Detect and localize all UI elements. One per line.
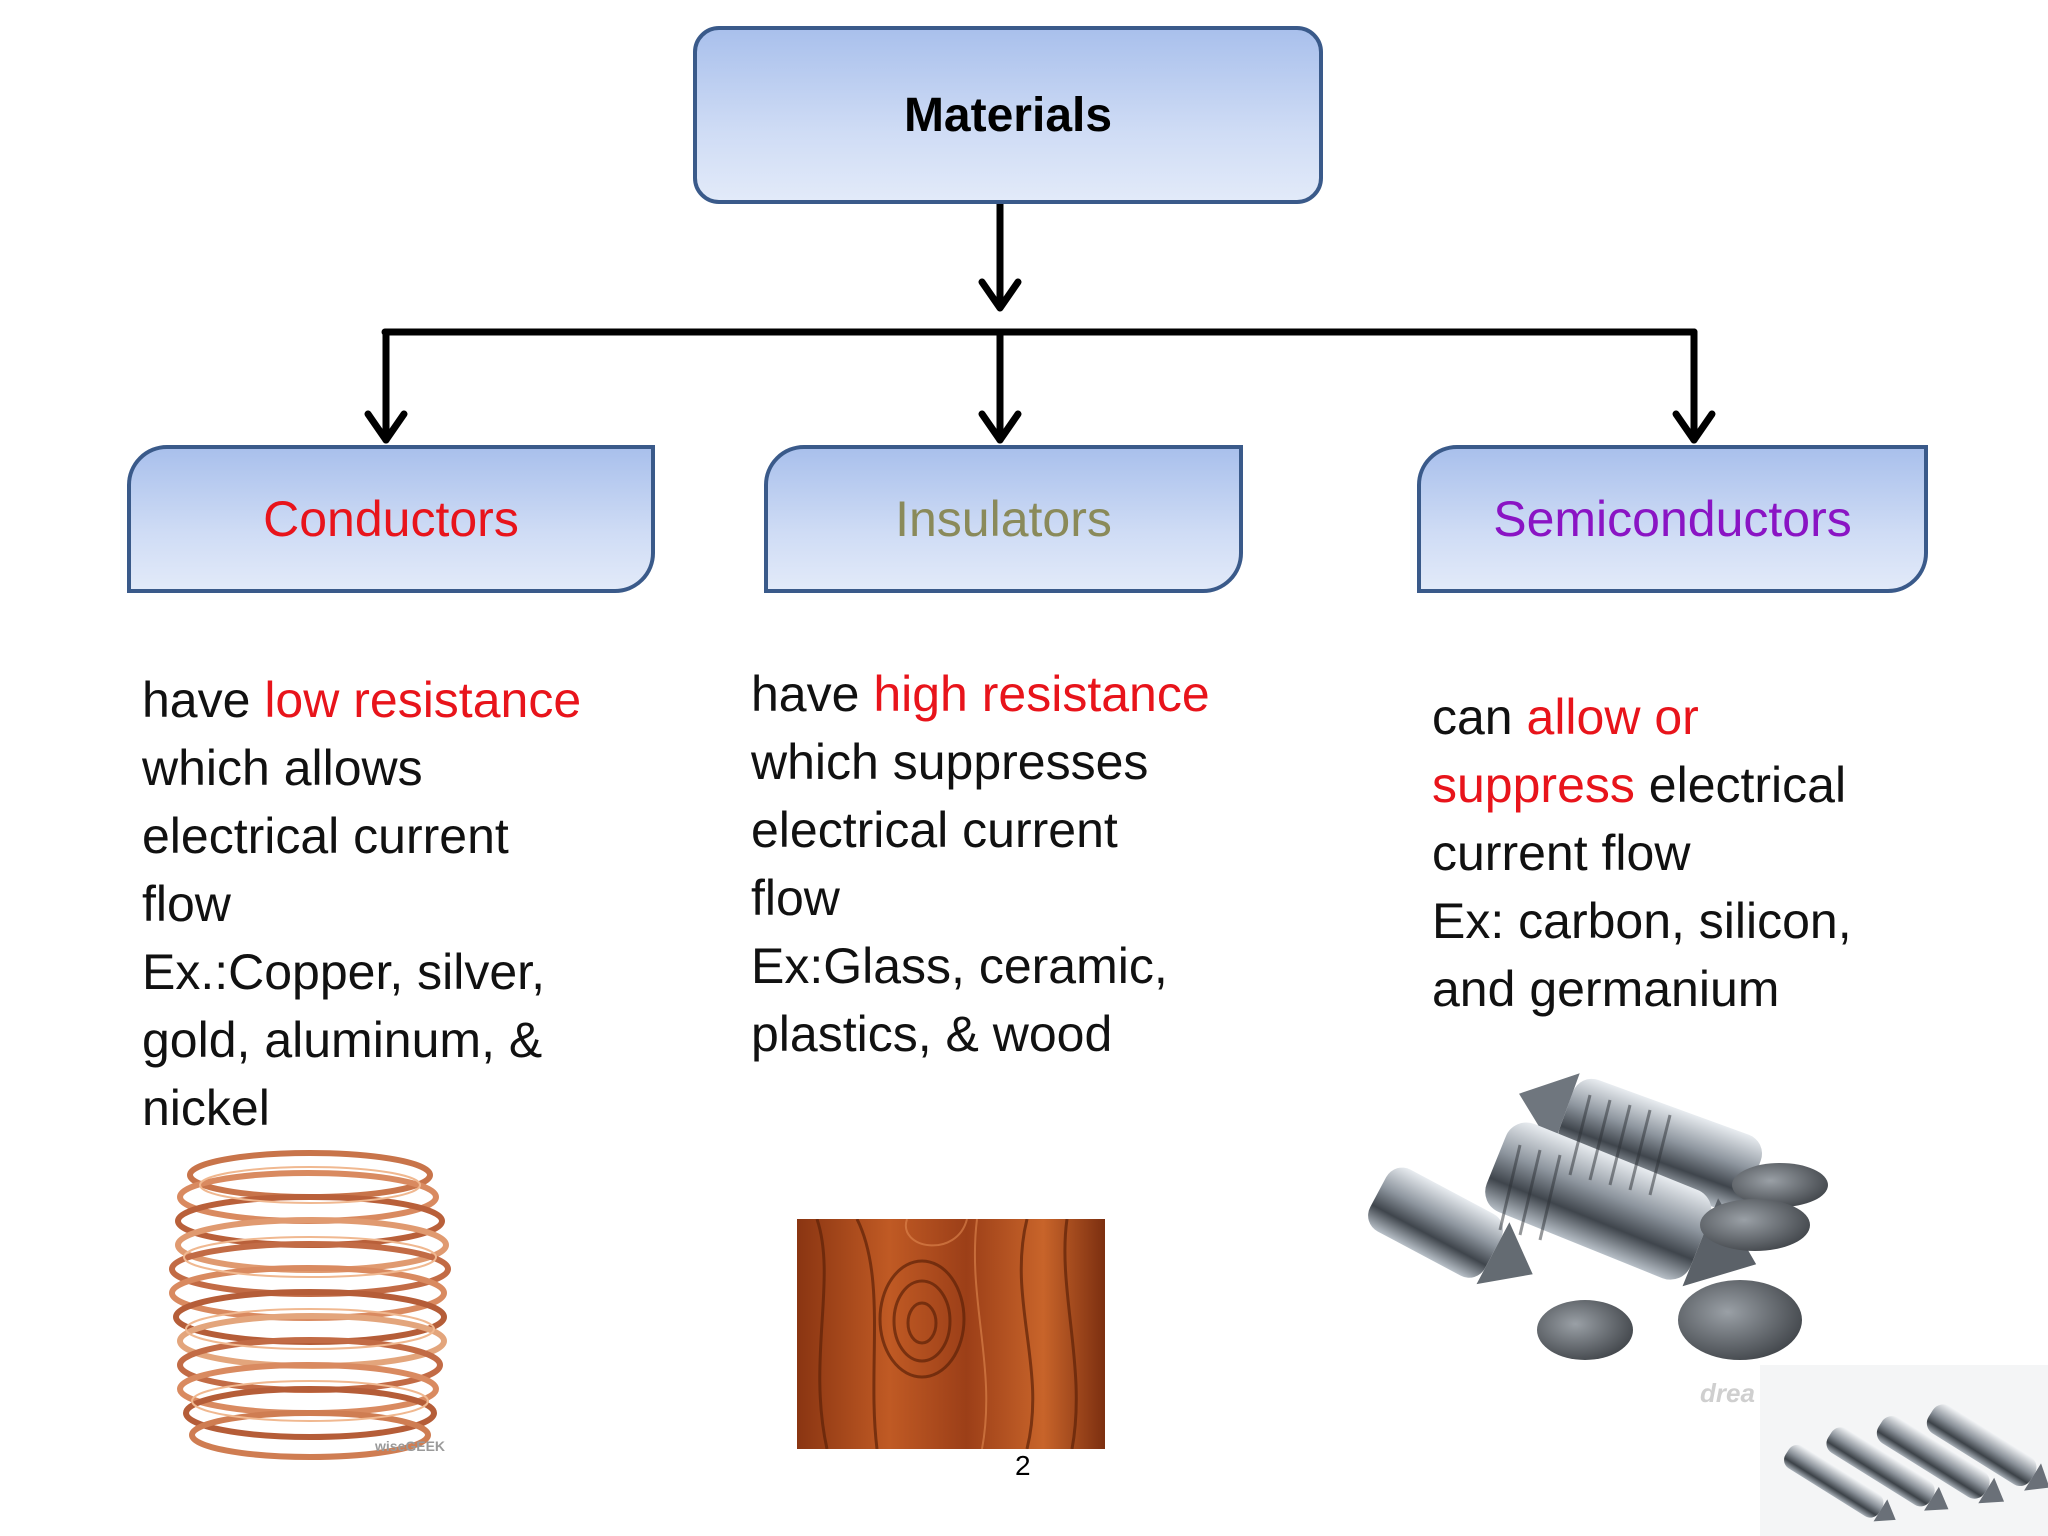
- wood-image: [797, 1219, 1105, 1449]
- description-line: flow: [142, 870, 581, 938]
- description-text: flow: [142, 876, 231, 932]
- description-text: flow: [751, 870, 840, 926]
- description-line: Ex: carbon, silicon,: [1432, 887, 1852, 955]
- description-text: can: [1432, 689, 1527, 745]
- highlight-text: low resistance: [264, 672, 582, 728]
- description-text: current flow: [1432, 825, 1691, 881]
- conductors-label: Conductors: [263, 491, 519, 547]
- description-text: which allows: [142, 740, 423, 796]
- description-text: nickel: [142, 1080, 270, 1136]
- conductors-description: have low resistance which allows electrica…: [142, 666, 581, 1142]
- description-line: plastics, & wood: [751, 1000, 1210, 1068]
- description-text: have: [751, 666, 874, 722]
- description-line: electrical current: [751, 796, 1210, 864]
- description-line: and germanium: [1432, 955, 1852, 1023]
- description-text: electrical current: [751, 802, 1118, 858]
- silicon-rods-image: [1760, 1365, 2048, 1536]
- highlight-text: high resistance: [873, 666, 1210, 722]
- description-line: current flow: [1432, 819, 1852, 887]
- materials-label: Materials: [903, 88, 1113, 142]
- description-text: electrical current: [142, 808, 509, 864]
- description-text: which suppresses: [751, 734, 1149, 790]
- conductors-box: Conductors: [127, 445, 655, 593]
- description-text: Ex.:Copper, silver,: [142, 944, 545, 1000]
- description-line: which allows: [142, 734, 581, 802]
- description-line: can allow or: [1432, 683, 1852, 751]
- description-line: electrical current: [142, 802, 581, 870]
- description-line: Ex:Glass, ceramic,: [751, 932, 1210, 1000]
- wire-watermark: wiseGEEK: [375, 1438, 446, 1454]
- semiconductor-ingots-image: [1360, 1055, 1870, 1415]
- copper-wire-image: [160, 1145, 460, 1465]
- description-text: Ex:Glass, ceramic,: [751, 938, 1168, 994]
- insulators-arrowhead: [978, 410, 1022, 444]
- description-line: suppress electrical: [1432, 751, 1852, 819]
- description-text: plastics, & wood: [751, 1006, 1113, 1062]
- description-line: nickel: [142, 1074, 581, 1142]
- description-text: and germanium: [1432, 961, 1780, 1017]
- conductors-arrowhead: [364, 410, 408, 444]
- description-line: gold, aluminum, &: [142, 1006, 581, 1074]
- description-line: flow: [751, 864, 1210, 932]
- description-text: have: [142, 672, 265, 728]
- semiconductors-label: Semiconductors: [1493, 491, 1852, 547]
- materials-box: Materials: [693, 26, 1323, 204]
- description-line: have high resistance: [751, 660, 1210, 728]
- description-text: electrical: [1634, 757, 1847, 813]
- semiconductor-watermark: drea: [1700, 1378, 1755, 1408]
- highlight-text: suppress: [1432, 757, 1635, 813]
- insulators-description: have high resistance which suppresses elec…: [751, 660, 1210, 1068]
- highlight-text: allow or: [1526, 689, 1699, 745]
- description-text: Ex: carbon, silicon,: [1432, 893, 1852, 949]
- description-line: have low resistance: [142, 666, 581, 734]
- semiconductors-arrowhead: [1672, 410, 1716, 444]
- root-arrowhead: [978, 278, 1022, 312]
- semiconductors-box: Semiconductors: [1417, 445, 1928, 593]
- page-number: 2: [1015, 1450, 1031, 1481]
- description-line: Ex.:Copper, silver,: [142, 938, 581, 1006]
- description-line: which suppresses: [751, 728, 1210, 796]
- insulators-label: Insulators: [895, 491, 1112, 547]
- description-text: gold, aluminum, &: [142, 1012, 543, 1068]
- insulators-box: Insulators: [764, 445, 1243, 593]
